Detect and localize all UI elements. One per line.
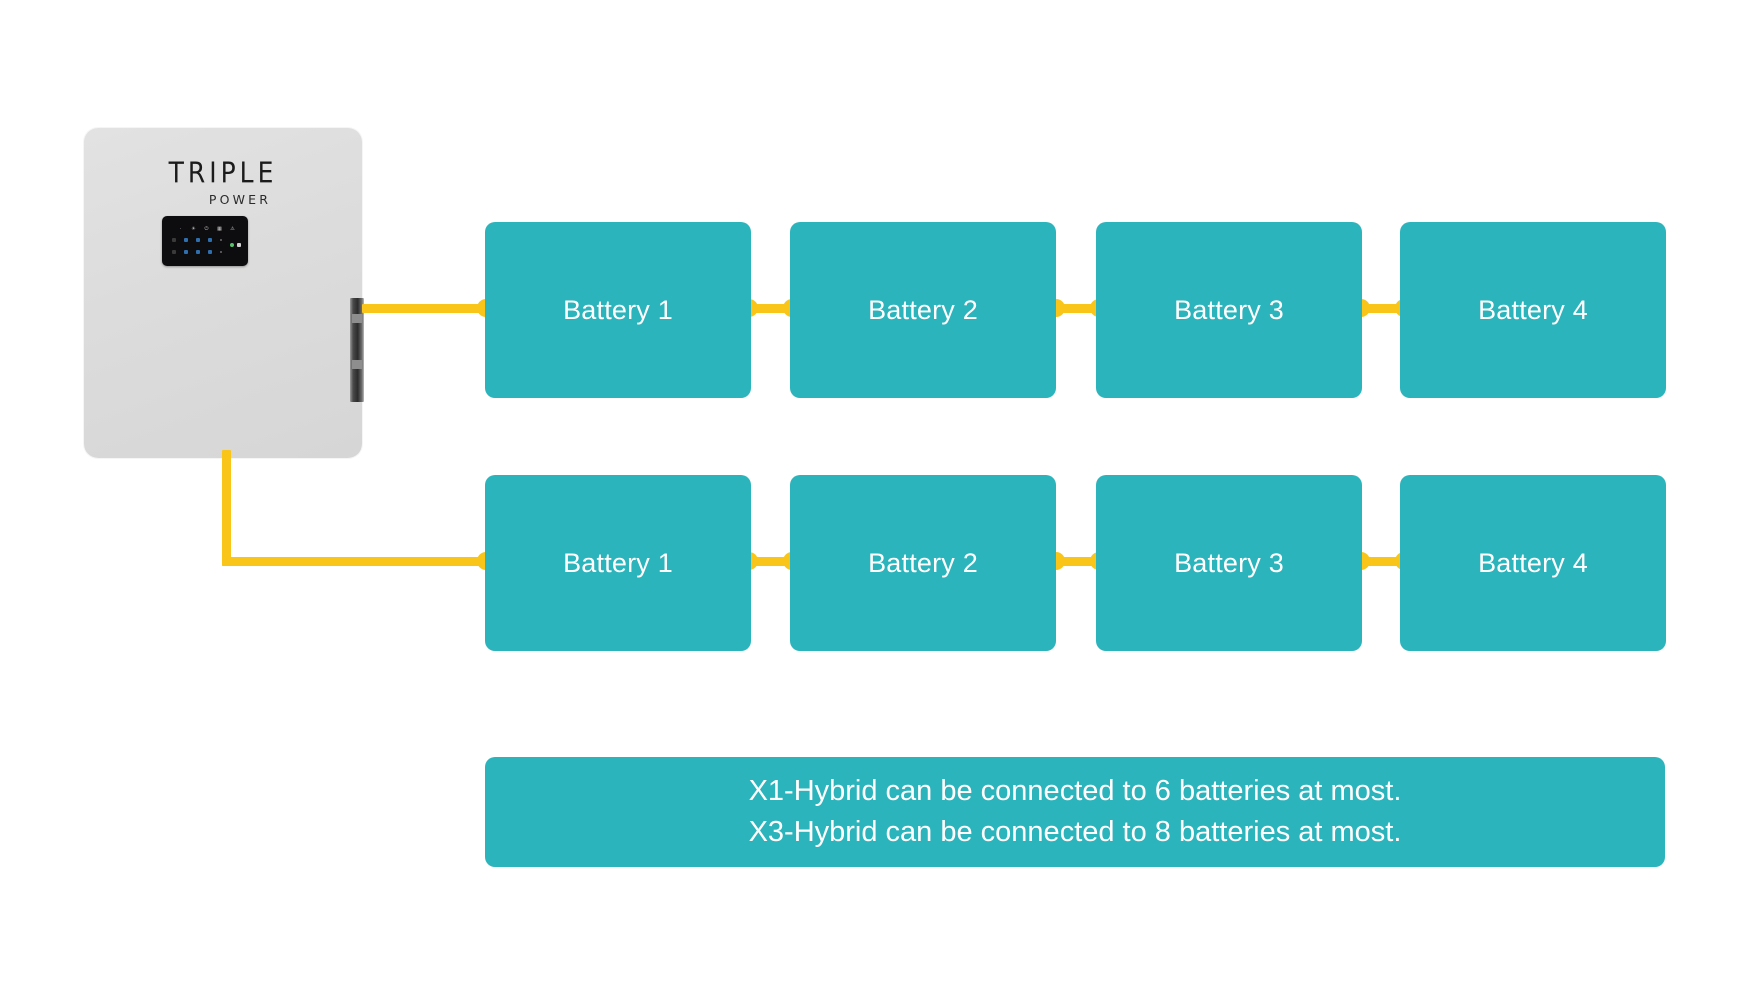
wire-device-to-row2 — [222, 557, 492, 566]
sun-icon: ☀ — [191, 226, 196, 232]
battery-label: Battery 3 — [1174, 547, 1284, 578]
led-indicator — [208, 238, 212, 242]
battery-label: Battery 2 — [868, 547, 978, 578]
note-line-1: X1-Hybrid can be connected to 6 batterie… — [748, 775, 1402, 807]
battery-row1-item-3[interactable]: Battery 3 — [1096, 222, 1362, 398]
wire-row2-b3-b4 — [1360, 557, 1404, 566]
battery-row1-item-4[interactable]: Battery 4 — [1400, 222, 1666, 398]
wire-device-to-row1 — [362, 304, 492, 313]
alert-icon: ⚠ — [230, 226, 235, 232]
device-display-panel: · ☀ ⏻ ▦ ⚠ — [162, 216, 248, 266]
wire-row2-b2-b3 — [1055, 557, 1099, 566]
led-indicator — [196, 238, 200, 242]
led-indicator — [220, 251, 222, 253]
battery-label: Battery 3 — [1174, 294, 1284, 325]
led-indicator — [208, 250, 212, 254]
led-indicator — [172, 238, 176, 242]
note-line-2: X3-Hybrid can be connected to 8 batterie… — [748, 816, 1402, 848]
wire-row1-b2-b3 — [1055, 304, 1099, 313]
battery-row2-item-1[interactable]: Battery 1 — [485, 475, 751, 651]
wire-row2-b1-b2 — [748, 557, 792, 566]
power-status-indicator — [230, 243, 241, 247]
dot-icon: · — [179, 226, 182, 232]
wire-device-drop — [222, 450, 231, 566]
display-led-row-2 — [172, 250, 222, 254]
led-indicator — [184, 250, 188, 254]
led-indicator — [172, 250, 176, 254]
capacity-note-banner: X1-Hybrid can be connected to 6 batterie… — [485, 757, 1665, 867]
battery-label: Battery 4 — [1478, 294, 1588, 325]
led-indicator — [184, 238, 188, 242]
plug-icon: ⏻ — [204, 226, 209, 232]
device-brand-main: TRIPLE — [168, 155, 278, 190]
battery-label: Battery 2 — [868, 294, 978, 325]
display-icon-row: · ☀ ⏻ ▦ ⚠ — [178, 227, 235, 232]
wire-row1-b1-b2 — [748, 304, 792, 313]
device-brand: TRIPLE POWER — [84, 155, 362, 207]
device-terminal-port — [350, 298, 364, 402]
battery-label: Battery 1 — [563, 294, 673, 325]
led-indicator — [196, 250, 200, 254]
battery-row2-item-2[interactable]: Battery 2 — [790, 475, 1056, 651]
led-indicator — [220, 239, 222, 241]
inverter-device: TRIPLE POWER · ☀ ⏻ ▦ ⚠ — [84, 128, 362, 458]
display-led-row-1 — [172, 238, 222, 242]
battery-row1-item-2[interactable]: Battery 2 — [790, 222, 1056, 398]
wire-row1-b3-b4 — [1360, 304, 1404, 313]
grid-icon: ▦ — [217, 226, 222, 232]
battery-label: Battery 4 — [1478, 547, 1588, 578]
battery-label: Battery 1 — [563, 547, 673, 578]
battery-row2-item-4[interactable]: Battery 4 — [1400, 475, 1666, 651]
device-brand-sub: POWER — [208, 192, 272, 207]
battery-row1-item-1[interactable]: Battery 1 — [485, 222, 751, 398]
battery-row2-item-3[interactable]: Battery 3 — [1096, 475, 1362, 651]
